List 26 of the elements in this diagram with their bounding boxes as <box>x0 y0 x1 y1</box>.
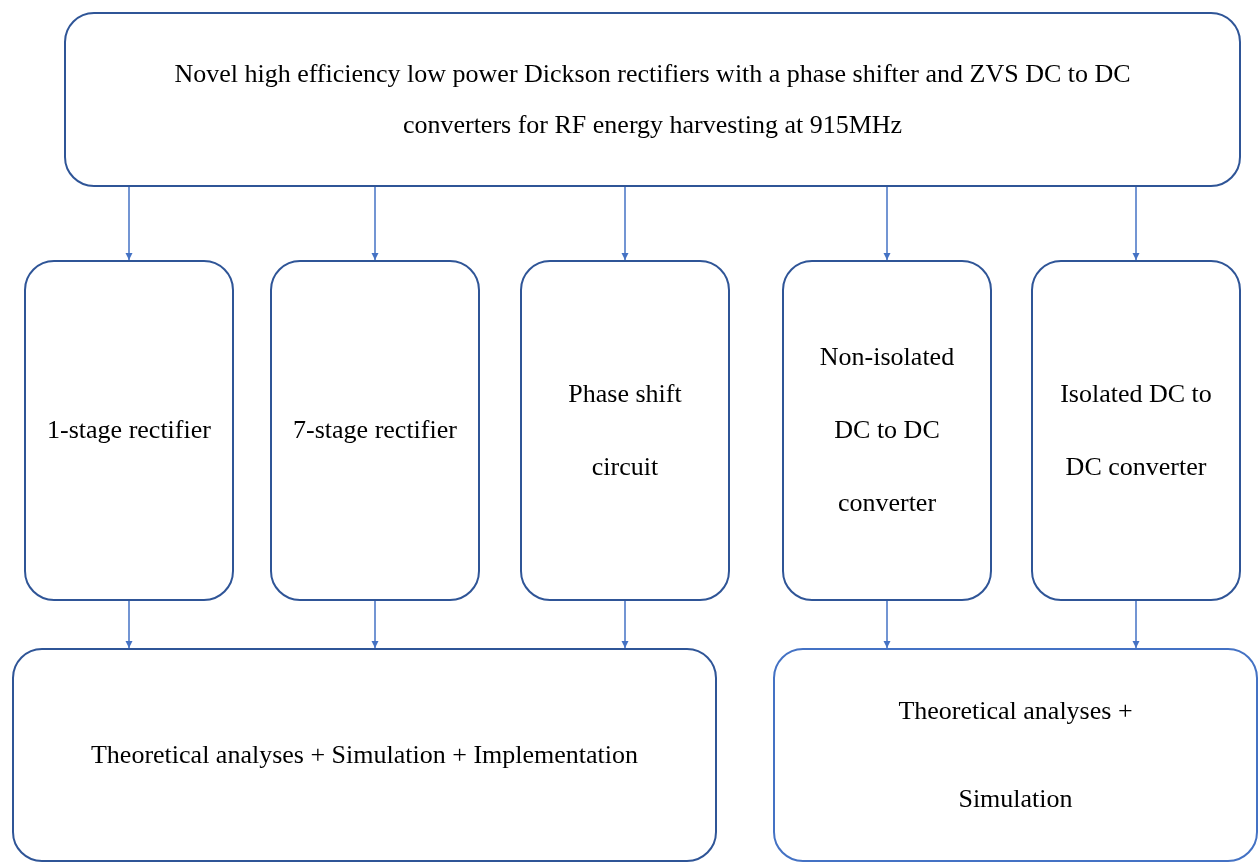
rounded-box <box>24 260 234 601</box>
box-label: Novel high efficiency low power Dickson rectifiers with a phase shifter and ZVS DC to DC converters for RF energy harvesting at 915MHz <box>173 57 1132 141</box>
arrow <box>125 186 133 261</box>
arrow <box>883 186 891 261</box>
box-label: Isolated DC to DC converter <box>1059 377 1213 483</box>
rounded-box <box>12 648 717 862</box>
rounded-box <box>270 260 480 601</box>
arrow <box>883 600 891 649</box>
rounded-box <box>782 260 992 601</box>
rounded-box <box>520 260 730 601</box>
arrow <box>1132 600 1140 649</box>
arrow <box>371 600 379 649</box>
arrow <box>621 600 629 649</box>
box-label: 7-stage rectifier <box>293 414 457 447</box>
box-label: Phase shift circuit <box>567 377 683 483</box>
arrow <box>621 186 629 261</box>
box-label: Theoretical analyses + Simulation + Implementation <box>91 738 638 771</box>
box-label: Theoretical analyses + Simulation <box>897 694 1134 815</box>
rounded-box <box>1031 260 1241 601</box>
box-label: 1-stage rectifier <box>47 414 211 447</box>
arrow <box>125 600 133 649</box>
rounded-box <box>773 648 1258 862</box>
arrow <box>371 186 379 261</box>
arrow <box>1132 186 1140 261</box>
box-label: Non-isolated DC to DC converter <box>818 341 956 519</box>
rounded-box <box>64 12 1241 187</box>
